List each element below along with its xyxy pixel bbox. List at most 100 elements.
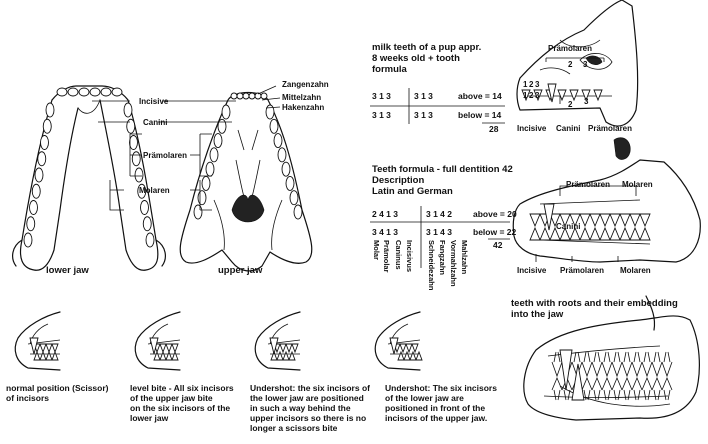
tooth-root (551, 351, 563, 378)
latin-label: Prämolar (382, 240, 391, 273)
tooth (40, 135, 49, 150)
tooth-root (581, 351, 593, 378)
bite-caption-level: level bite - All six incisors of the upp… (130, 383, 234, 423)
adult-incisive-label: Incisive (517, 266, 547, 275)
tooth (273, 133, 283, 149)
pup-num: 3 (535, 91, 540, 100)
milk-row-above-label: above = 14 (458, 91, 502, 101)
pup-incisive-label: Incisive (517, 124, 547, 133)
tooth (213, 133, 223, 149)
tooth-root (551, 376, 563, 401)
tooth (529, 213, 541, 228)
full-heading: Teeth formula - full dentition 42 Descri… (372, 164, 513, 197)
bite-drawing (254, 311, 301, 371)
tooth (23, 232, 33, 248)
pup-num: 3 (583, 60, 588, 69)
tooth (78, 87, 90, 97)
tooth (559, 226, 571, 241)
tooth (56, 87, 68, 97)
tooth-root (631, 376, 643, 401)
tooth (547, 83, 557, 103)
tooth (629, 226, 641, 241)
tooth (134, 167, 144, 183)
adult-molars-bottom-label: Molaren (620, 266, 651, 275)
tooth-root (621, 376, 633, 401)
pup-premolars-bottom-label: Prämolaren (588, 124, 633, 133)
german-label: Vormahlzahn (449, 240, 458, 287)
bite-caption-undershot-1: Undershot: the six incisors of the lower… (250, 383, 370, 433)
tooth (543, 203, 555, 231)
latin-label: Incisivus (405, 240, 414, 273)
tooth (126, 118, 136, 134)
adult-canini-label: Canini (556, 222, 581, 231)
bite-drawing (134, 311, 181, 371)
tooth (549, 213, 561, 228)
tooth (142, 216, 152, 232)
roots-caption: teeth with roots and their embedding int… (511, 298, 678, 320)
tooth (201, 175, 211, 191)
tooth (111, 87, 123, 97)
tooth (137, 183, 147, 199)
tooth (34, 167, 44, 183)
tooth-root (591, 376, 603, 401)
tooth-root (661, 351, 673, 378)
tooth (529, 226, 541, 241)
tooth (89, 87, 101, 97)
tooth (140, 200, 149, 215)
milk-row-below-left: 3 1 3 (372, 110, 391, 120)
tooth (145, 232, 155, 248)
tooth (521, 89, 531, 102)
tooth (619, 226, 631, 241)
tooth (45, 102, 55, 118)
tooth (579, 226, 591, 241)
pup-num: 1 (523, 80, 528, 89)
tooth (639, 213, 651, 228)
full-row-above-right: 3 1 4 2 (426, 209, 452, 219)
molars-label: Molaren (139, 186, 170, 195)
mittelzahn-label: Mittelzahn (282, 93, 322, 102)
full-row-above-left: 2 4 1 3 (372, 209, 398, 219)
upper-jaw-caption: upper jaw (218, 265, 263, 276)
full-row-below-right: 3 1 4 3 (426, 227, 452, 237)
tooth-root (651, 351, 663, 378)
lower-jaw-caption: lower jaw (46, 265, 89, 276)
tooth (559, 213, 571, 228)
tooth (639, 226, 651, 241)
tooth (285, 175, 295, 191)
bite-caption-undershot-2: Undershot: The six incisors of the lower… (385, 383, 497, 423)
tooth (26, 216, 36, 232)
milk-heading: milk teeth of a pup appr. 8 weeks old + … (372, 42, 482, 75)
tooth-root (581, 376, 593, 401)
tooth (29, 200, 38, 215)
bite-caption-scissor: normal position (Scissor) of incisors (6, 383, 109, 403)
tooth-root (601, 351, 613, 378)
tooth (265, 104, 275, 120)
tooth (42, 118, 52, 134)
pup-num: 3 (535, 80, 540, 89)
tooth (619, 213, 631, 228)
tooth (293, 204, 303, 220)
full-row-below-left: 3 4 1 3 (372, 227, 398, 237)
tooth (581, 89, 591, 102)
tooth (579, 213, 591, 228)
german-label: Schneidezahn (427, 240, 436, 291)
tooth (281, 161, 291, 177)
full-total: 42 (493, 240, 503, 250)
tooth (100, 87, 112, 97)
milk-row-above-right: 3 1 3 (414, 91, 433, 101)
tooth-root (621, 351, 633, 378)
tooth-root (591, 351, 603, 378)
full-row-below-label: below = 22 (473, 227, 517, 237)
hakenzahn-label: Hakenzahn (282, 103, 325, 112)
tooth (609, 213, 621, 228)
tooth (559, 349, 573, 391)
milk-row-above-left: 3 1 3 (372, 91, 391, 101)
tooth-root (631, 351, 643, 378)
